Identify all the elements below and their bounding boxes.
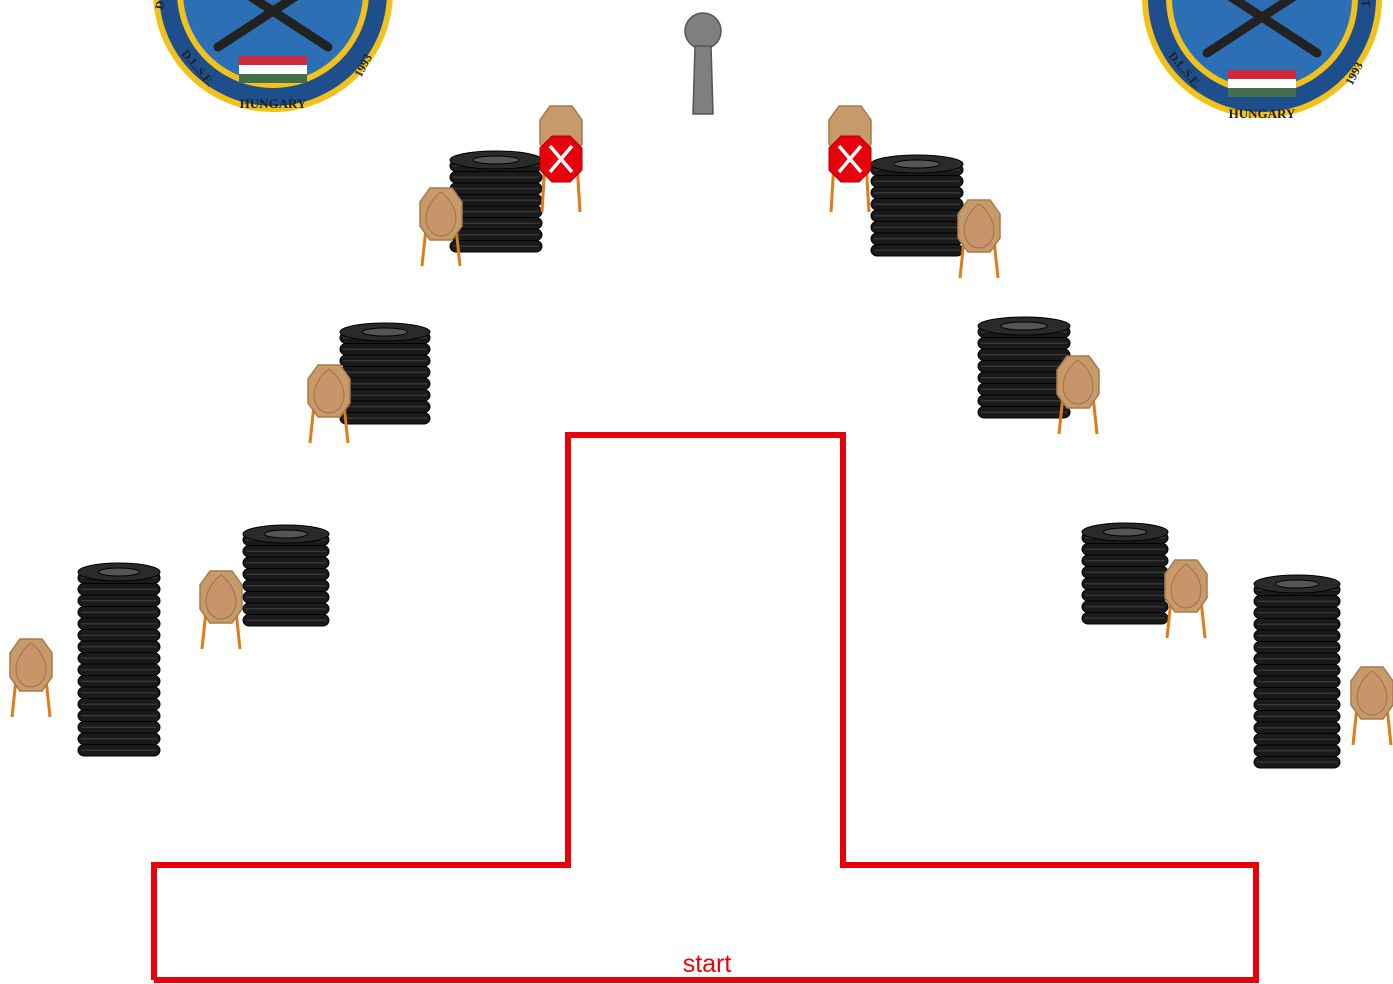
tires-mid-right <box>978 317 1070 418</box>
noshoot-upper-left <box>540 106 582 212</box>
popper-target <box>685 13 721 114</box>
start-label: start <box>683 950 732 978</box>
tires-far-left <box>78 563 160 756</box>
target-upper-right-a <box>958 200 1000 278</box>
target-far-right <box>1351 667 1393 745</box>
target-lower-left-inner <box>200 571 242 649</box>
tires-lower-right-inner <box>1082 523 1168 624</box>
target-mid-right <box>1057 356 1099 434</box>
target-mid-left <box>308 365 350 443</box>
club-badge-left: HUNGARY D.L.S.E. 1993 DU <box>152 0 393 112</box>
tires-far-right <box>1254 575 1340 768</box>
club-badge-right: HUNGARY D.L.S.E. 1993 ET <box>1142 0 1382 121</box>
target-upper-left-a <box>420 188 462 266</box>
badge-text-bottom: HUNGARY <box>240 96 307 111</box>
start-box-outline <box>154 435 1256 980</box>
target-far-left <box>10 639 52 717</box>
tires-lower-left-inner <box>243 525 329 626</box>
target-lower-right-inner <box>1165 560 1207 638</box>
noshoot-upper-right <box>829 106 871 212</box>
tires-upper-left <box>450 151 542 252</box>
tires-upper-right <box>871 155 963 256</box>
badge-text-bottom: HUNGARY <box>1229 106 1296 121</box>
tires-mid-left <box>340 323 430 424</box>
